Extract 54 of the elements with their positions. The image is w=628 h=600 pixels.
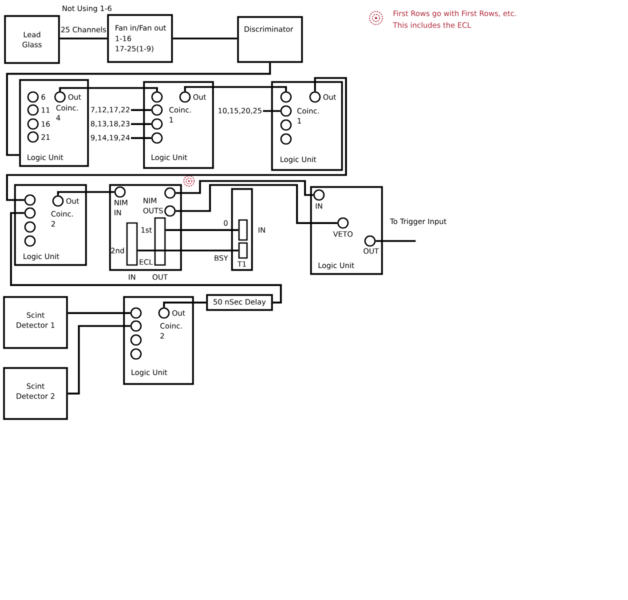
slot-rectangle [126,222,138,266]
wire [166,229,238,231]
port-circle [130,307,142,319]
port-circle [280,91,292,103]
wire [57,191,114,196]
port-circle [27,131,39,143]
wire [172,38,238,40]
port-circle [130,348,142,360]
wire [176,184,338,224]
port-circle [151,132,163,144]
port-circle [130,334,142,346]
port-circle [27,104,39,116]
port-circle [114,186,126,198]
port-circle [364,235,376,247]
port-circle [27,118,39,130]
port-circle [313,189,325,201]
port-circle [27,91,39,103]
slot-rectangle [154,217,166,266]
port-circle [280,105,292,117]
port-circle [52,195,64,207]
port-circle [164,187,176,199]
wire [68,325,130,394]
port-circle [158,307,170,319]
port-circle [337,217,349,229]
wire [60,38,108,40]
port-circle [54,91,66,103]
wire [6,77,347,201]
wire [131,123,152,125]
wire [138,250,238,252]
wire [376,240,416,242]
port-circle [151,91,163,103]
port-circle [164,205,176,217]
port-circle [24,235,36,247]
port-circle [280,119,292,131]
port-circle [24,221,36,233]
port-circle [179,91,191,103]
wire [176,180,314,196]
wire [131,109,152,111]
wire [10,212,282,304]
wire [163,302,206,308]
port-circle [309,91,321,103]
port-circle [151,118,163,130]
wire [263,110,280,112]
port-circle [24,194,36,206]
port-circle [151,104,163,116]
slot-rectangle [238,219,248,241]
port-circle [24,207,36,219]
wire [131,137,152,139]
wire [68,312,130,314]
slot-rectangle [238,242,248,259]
wire [184,86,287,92]
wire [59,87,158,92]
port-circle [280,133,292,145]
port-circle [130,320,142,332]
